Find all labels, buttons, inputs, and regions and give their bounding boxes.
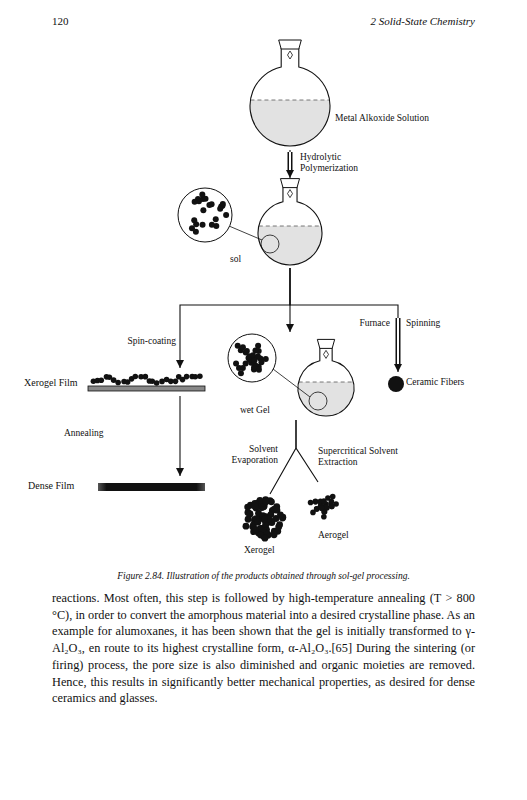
double-line-gap xyxy=(397,318,399,364)
connectors xyxy=(180,150,398,494)
process-arrow xyxy=(179,396,180,476)
node-label: Dense Film xyxy=(28,480,74,492)
fiber-dot xyxy=(388,376,404,392)
round-bottom-flask xyxy=(258,179,322,265)
node-label: Ceramic Fibers xyxy=(406,377,464,388)
round-bottom-flask xyxy=(250,40,330,146)
diagram-node: Dense Film xyxy=(20,476,215,498)
zoom-leader xyxy=(273,369,310,397)
step-label: Furnace xyxy=(320,318,390,329)
round-bottom-flask xyxy=(298,339,354,416)
page-header: 120 xyxy=(52,15,112,28)
diagram-node: Xerogel xyxy=(232,494,302,558)
page-header: 2 Solid-State Chemistry xyxy=(275,15,475,28)
zoom-circle xyxy=(178,188,232,242)
zoom-circle xyxy=(228,334,276,382)
process-arrow xyxy=(180,268,290,368)
diagram-node: sol xyxy=(170,178,342,268)
substrate-plate xyxy=(88,386,205,391)
step-label: Spin-coating xyxy=(100,336,176,347)
magnifier-circle xyxy=(261,235,279,253)
step-label: Supercritical Solvent Extraction xyxy=(318,446,400,468)
node-label: Xerogel Film xyxy=(24,377,78,389)
diagram-node: Metal Alkoxide Solution xyxy=(240,38,455,150)
figure-caption: Figure 2.84. Illustration of the product… xyxy=(20,571,507,582)
step-label: Solvent Evaporation xyxy=(226,444,278,466)
double-line-gap xyxy=(289,152,291,170)
step-label: Annealing xyxy=(64,428,124,439)
node-label: Aerogel xyxy=(318,530,349,541)
zoom-leader xyxy=(229,226,262,240)
process-arrow xyxy=(296,420,318,482)
node-label: Metal Alkoxide Solution xyxy=(335,113,429,124)
aerogel-network xyxy=(308,494,339,520)
xerogel-cluster xyxy=(243,496,287,541)
gel-network xyxy=(233,343,269,376)
process-arrow xyxy=(290,268,398,372)
magnifier-circle xyxy=(309,392,327,410)
node-label: wet Gel xyxy=(240,405,270,416)
dense-film-bar xyxy=(98,483,205,491)
node-label: Xerogel xyxy=(244,545,275,556)
double-line xyxy=(396,318,401,364)
step-label: Hydrolytic Polymerization xyxy=(300,152,372,174)
node-label: sol xyxy=(230,254,241,265)
diagram-node: Aerogel xyxy=(300,482,370,544)
process-arrow xyxy=(289,150,290,178)
diagram-node: wet Gel xyxy=(222,332,362,420)
double-line xyxy=(288,152,293,170)
process-label: Spinning xyxy=(406,318,466,329)
sol-particles xyxy=(189,192,229,235)
film-particles xyxy=(91,373,203,385)
diagram-node: Ceramic Fibers xyxy=(384,372,484,396)
diagram-node: Xerogel Film xyxy=(20,368,215,396)
body-paragraph: reactions. Most often, this step is foll… xyxy=(52,590,475,707)
